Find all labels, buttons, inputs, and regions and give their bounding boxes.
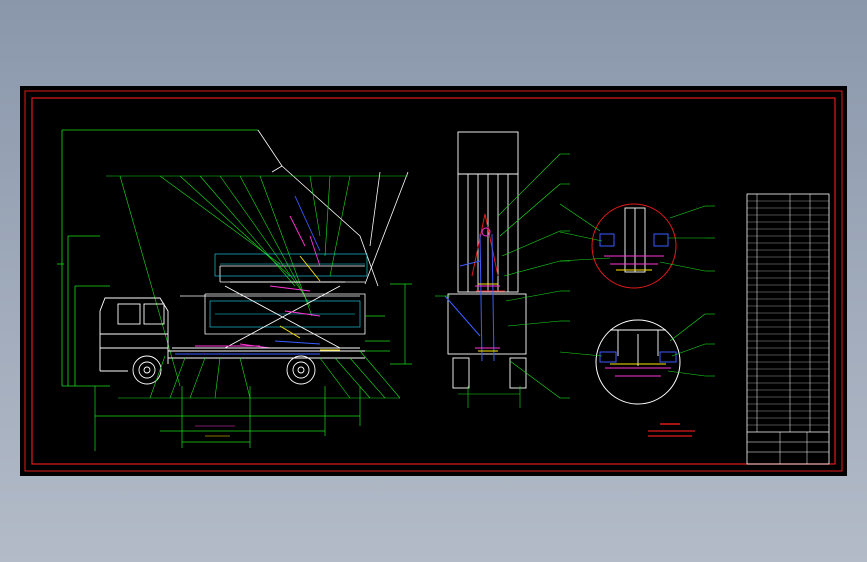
cad-drawing (24, 90, 843, 472)
detail-lower (559, 313, 715, 405)
truck-cab (99, 297, 169, 372)
outer-frame (24, 90, 843, 472)
inner-frame (31, 97, 836, 465)
detail-upper (559, 203, 715, 289)
rear-view (435, 131, 570, 408)
side-view (57, 129, 412, 451)
technical-notes (648, 423, 695, 437)
title-block (746, 193, 830, 465)
cad-drawing-canvas[interactable] (20, 86, 847, 476)
rear-wheel (286, 355, 316, 385)
front-wheel (132, 355, 162, 385)
